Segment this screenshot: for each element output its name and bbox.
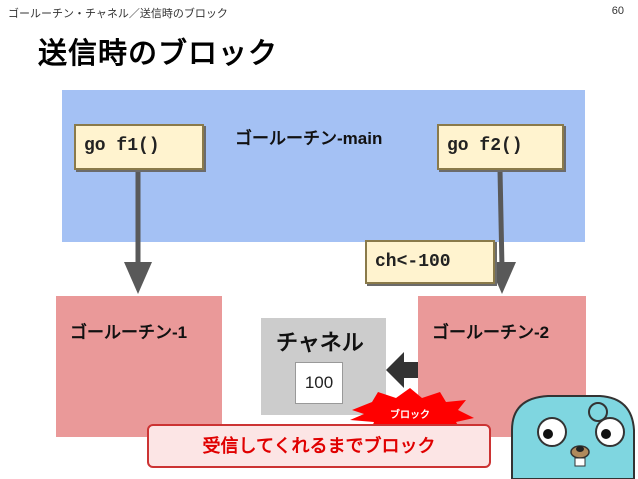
block-message-banner: 受信してくれるまでブロック xyxy=(147,424,491,468)
code-note-send: ch<-100 xyxy=(365,240,495,284)
goroutine-main-label: ゴールーチン-main xyxy=(235,129,383,148)
arrow-f1-to-goroutine-1 xyxy=(124,170,152,294)
code-note-go-f2: go f2() xyxy=(437,124,564,170)
goroutine-2-label: ゴールーチン-2 xyxy=(432,323,550,342)
channel-label: チャネル xyxy=(276,330,364,355)
goroutine-1-box xyxy=(56,296,222,437)
page-number: 60 xyxy=(611,5,624,17)
arrow-f2-to-goroutine-2 xyxy=(488,169,516,294)
goroutine-1-label: ゴールーチン-1 xyxy=(70,323,188,342)
channel-value-card: 100 xyxy=(295,362,343,404)
block-burst-label: ブロック xyxy=(390,408,430,421)
breadcrumb: ゴールーチン・チャネル／送信時のブロック xyxy=(8,8,228,20)
blocked-send-arrow-icon xyxy=(386,352,418,388)
slide-title: 送信時のブロック xyxy=(38,38,279,70)
code-note-go-f1: go f1() xyxy=(74,124,204,170)
gopher-mascot-icon xyxy=(511,395,635,479)
